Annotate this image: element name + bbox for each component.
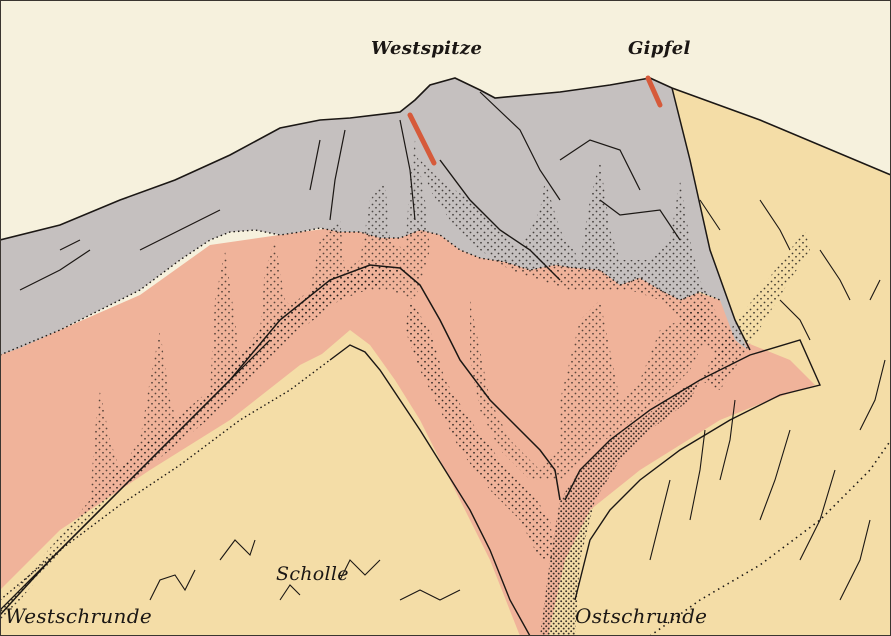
label-gipfel: Gipfel	[628, 38, 691, 59]
label-westspitze: Westspitze	[371, 38, 482, 59]
label-scholle: Scholle	[276, 563, 349, 585]
label-westschrunde: Westschrunde	[5, 604, 152, 628]
label-ostschrunde: Ostschrunde	[575, 604, 707, 628]
